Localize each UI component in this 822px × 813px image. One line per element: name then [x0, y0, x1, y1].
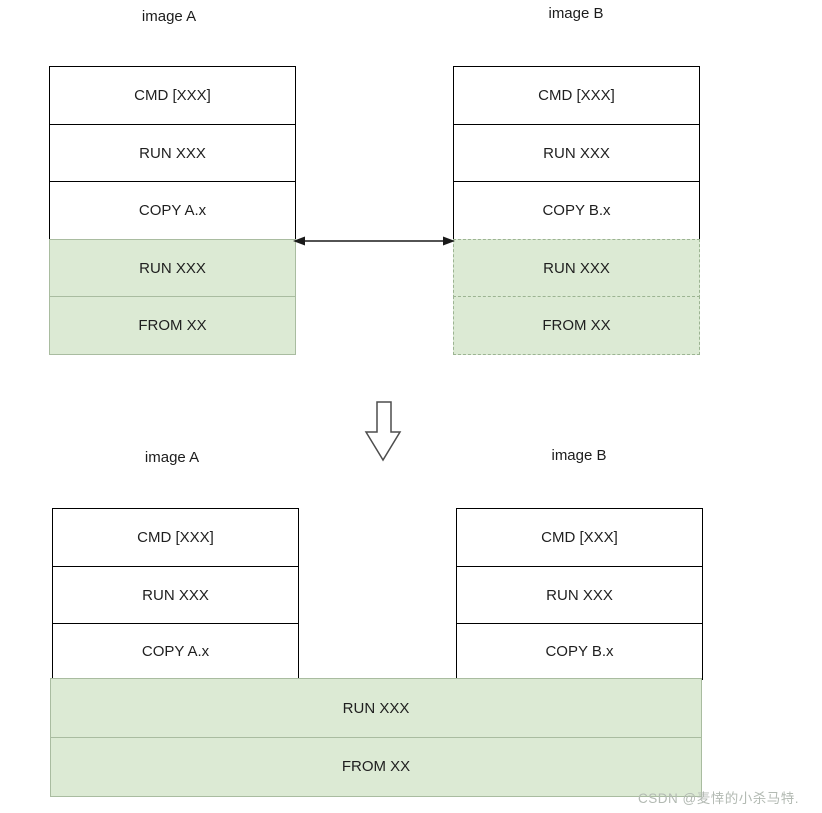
bottom-image-a-label: image A	[144, 449, 200, 466]
bottom-image-b-stack: CMD [XXX] RUN XXX COPY B.x	[456, 508, 703, 681]
watermark: CSDN @麦悻的小杀马特.	[638, 791, 799, 806]
top-image-a-label: image A	[141, 8, 197, 25]
layer-run: RUN XXX	[456, 565, 703, 625]
layer-run-shared: RUN XXX	[453, 238, 700, 298]
top-image-a-stack: CMD [XXX] RUN XXX COPY A.x RUN XXX FROM …	[49, 66, 296, 356]
layer-run: RUN XXX	[52, 565, 299, 625]
double-arrow-icon	[293, 236, 455, 246]
layer-cmd: CMD [XXX]	[453, 66, 700, 125]
layer-cmd: CMD [XXX]	[49, 66, 296, 125]
bottom-image-b-label: image B	[551, 447, 607, 464]
layer-run: RUN XXX	[453, 123, 700, 183]
layer-copy: COPY B.x	[456, 623, 703, 681]
layer-run-shared: RUN XXX	[49, 238, 296, 298]
layer-from-shared: FROM XX	[49, 296, 296, 356]
layer-copy: COPY B.x	[453, 181, 700, 241]
layer-copy: COPY A.x	[49, 181, 296, 241]
down-arrow-icon	[364, 401, 402, 462]
layer-cmd: CMD [XXX]	[456, 508, 703, 567]
top-image-b-label: image B	[548, 5, 604, 22]
layer-from-shared: FROM XX	[50, 736, 702, 797]
bottom-image-a-stack: CMD [XXX] RUN XXX COPY A.x	[52, 508, 299, 681]
layer-cmd: CMD [XXX]	[52, 508, 299, 567]
top-image-b-stack: CMD [XXX] RUN XXX COPY B.x RUN XXX FROM …	[453, 66, 700, 356]
layer-run: RUN XXX	[49, 123, 296, 183]
layer-run-shared: RUN XXX	[50, 678, 702, 738]
shared-layers-band: RUN XXX FROM XX	[50, 678, 702, 797]
layer-copy: COPY A.x	[52, 623, 299, 681]
layer-from-shared: FROM XX	[453, 296, 700, 356]
